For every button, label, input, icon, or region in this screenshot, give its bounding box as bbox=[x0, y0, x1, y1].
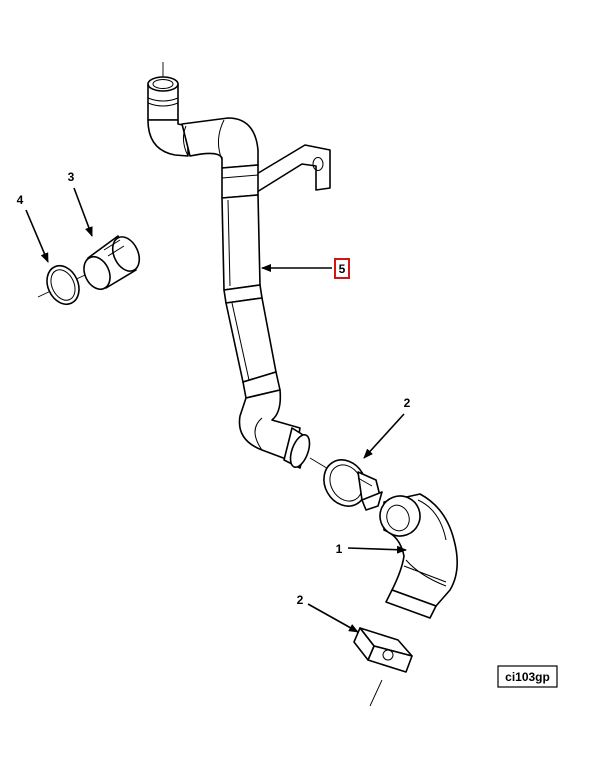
elbow-hose bbox=[379, 493, 458, 619]
leader-4 bbox=[25, 209, 49, 263]
callout-5-highlight-box bbox=[334, 258, 350, 279]
leader-1 bbox=[347, 545, 407, 554]
callout-2-lower-label[interactable]: 2 bbox=[297, 593, 304, 607]
figure-reference-box bbox=[497, 665, 558, 688]
callout-5[interactable]: 5 bbox=[334, 258, 350, 279]
callout-5-label: 5 bbox=[339, 262, 346, 276]
callout-2-upper-label[interactable]: 2 bbox=[404, 396, 411, 410]
figure-reference: ci103gp bbox=[497, 665, 558, 688]
leader-2-upper bbox=[363, 413, 405, 459]
o-ring bbox=[37, 264, 101, 306]
leader-3 bbox=[73, 187, 93, 237]
leader-lines bbox=[25, 187, 407, 633]
leader-2-lower bbox=[307, 603, 359, 633]
figure-reference-label: ci103gp bbox=[505, 670, 550, 684]
hose-clamp-upper bbox=[323, 459, 383, 511]
callout-3-label[interactable]: 3 bbox=[68, 170, 75, 184]
callout-4-label[interactable]: 4 bbox=[17, 193, 24, 207]
hose-clamp-lower bbox=[353, 627, 413, 707]
adapter-fitting bbox=[83, 235, 141, 291]
callout-1-label[interactable]: 1 bbox=[336, 542, 343, 556]
hose-pipe-assembly bbox=[147, 62, 331, 471]
